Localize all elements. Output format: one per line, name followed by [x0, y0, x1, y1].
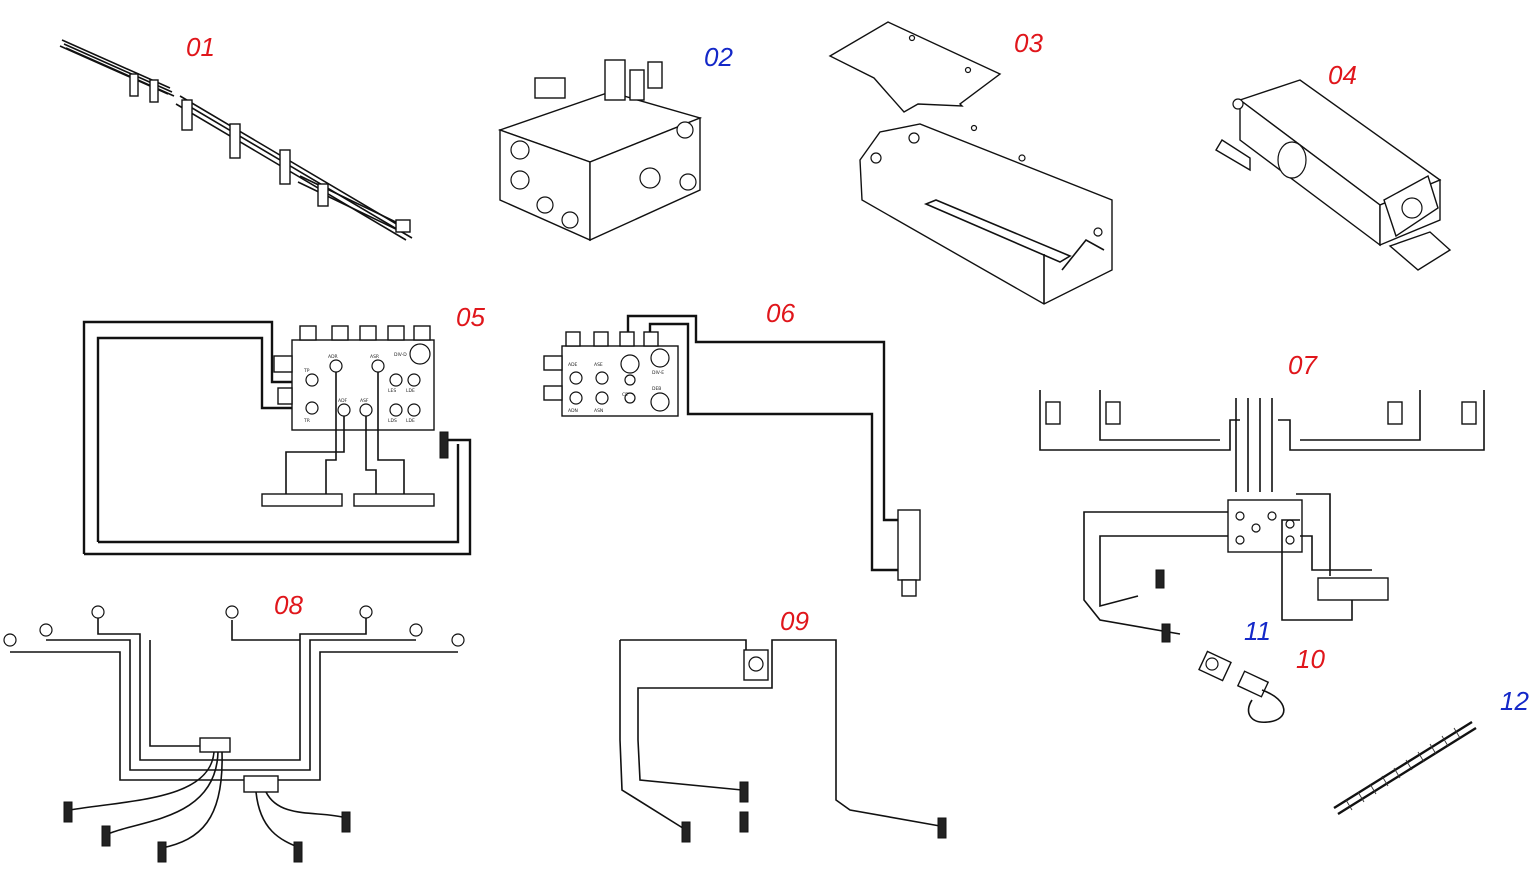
- port-label-asr: ASR: [370, 354, 379, 360]
- label-11: 11: [1244, 616, 1271, 646]
- port-label-led: LDE: [406, 418, 415, 424]
- port-label-asf: ASF: [360, 398, 369, 404]
- label-05: 05: [456, 302, 485, 332]
- port-label-les: LES: [388, 388, 396, 394]
- port-label-lde: LDE: [406, 388, 415, 394]
- label-03: 03: [1014, 28, 1043, 58]
- port-label-dive: DIV-E: [652, 370, 664, 376]
- port-label-asn: ASN: [594, 408, 603, 414]
- port-label-ase: ASE: [594, 362, 603, 368]
- port-label-div: DIV-D: [394, 352, 407, 358]
- part-11-adapter: [1198, 650, 1232, 682]
- port-label-tr: TR: [303, 418, 310, 424]
- port-label-adf: ADF: [338, 398, 348, 404]
- label-02: 02: [704, 42, 733, 72]
- part-05-hydraulic-circuit: TP TR ADR ASR ADF ASF LES LDE LDS LDE DI…: [82, 320, 472, 556]
- port-label-lds: LDS: [388, 418, 397, 424]
- part-01-tube-rail: [59, 39, 413, 241]
- part-10-coupler: [1236, 670, 1285, 723]
- port-label-ce: CE: [622, 392, 628, 398]
- port-label-ade: ADE: [568, 362, 578, 368]
- port-label-deb: DEB: [652, 386, 661, 392]
- port-label-tp: TP: [303, 368, 310, 374]
- part-03-bracket: [828, 21, 1113, 305]
- part-08-hydraulic-circuit: [3, 605, 465, 863]
- label-12: 12: [1500, 686, 1529, 716]
- part-04-gear-motor: [1215, 79, 1452, 271]
- label-09: 09: [780, 606, 809, 636]
- part-06-hydraulic-circuit: ADE ASE ADN ASN CE DIV-E DEB: [543, 314, 921, 597]
- label-01: 01: [186, 32, 215, 62]
- part-09-hydraulic-circuit: [619, 639, 947, 843]
- port-label-adn: ADN: [568, 408, 578, 414]
- label-06: 06: [766, 298, 795, 328]
- part-12-spiral-sleeve: [1333, 720, 1477, 816]
- part-07-hydraulic-circuit: [1039, 390, 1485, 643]
- label-04: 04: [1328, 60, 1357, 90]
- port-label-adr: ADR: [328, 354, 338, 360]
- label-08: 08: [274, 590, 303, 620]
- part-02-valve-block: [497, 59, 703, 242]
- label-10: 10: [1296, 644, 1325, 674]
- label-07: 07: [1288, 350, 1318, 380]
